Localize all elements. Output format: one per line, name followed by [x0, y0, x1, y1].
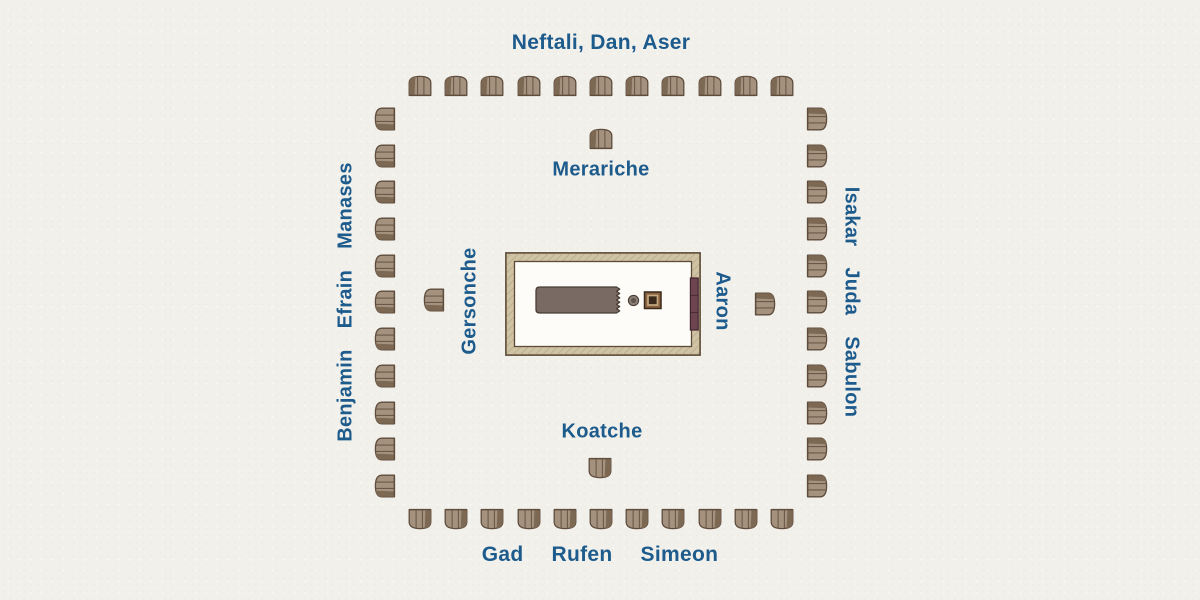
inner-group-gersonche-label: Gersonche — [458, 247, 481, 355]
tribe-name-simeon: Simeon — [640, 543, 719, 566]
tent-icon — [805, 143, 831, 169]
tent-icon — [516, 72, 542, 98]
tent-icon — [587, 456, 613, 482]
tent-icon — [733, 507, 759, 533]
tent-icon — [371, 473, 397, 499]
east-tribes-label: Isakar Juda Sabulon — [840, 187, 863, 418]
altar — [643, 291, 662, 310]
tent-icon — [805, 326, 831, 352]
tent-icon — [371, 143, 397, 169]
tent-icon — [805, 473, 831, 499]
laver-basin — [627, 294, 640, 307]
tent-icon — [624, 507, 650, 533]
tribe-name-juda: Juda — [840, 267, 863, 316]
tent-icon — [371, 326, 397, 352]
tent-icon — [588, 125, 614, 151]
west-tent-column — [371, 106, 397, 499]
tent-icon — [371, 253, 397, 279]
tribe-name-rufen: Rufen — [551, 543, 613, 566]
tribe-name-efrain: Efrain — [334, 269, 357, 329]
tent-icon — [697, 507, 723, 533]
tent-icon — [552, 507, 578, 533]
tent-icon — [624, 72, 650, 98]
north-tribes-label: Neftali, Dan, Aser — [511, 31, 691, 54]
tribe-name-manases: Manases — [334, 162, 357, 249]
west-tribes-label: Benjamin Efrain Manases — [335, 162, 358, 442]
tent-icon — [420, 287, 446, 313]
entrance-curtain — [689, 277, 699, 331]
inner-group-koatche-label: Koatche — [561, 420, 643, 443]
tent-icon — [753, 291, 779, 317]
tent-icon — [371, 216, 397, 242]
tent-icon — [371, 400, 397, 426]
tribe-name-sabulon: Sabulon — [840, 336, 863, 418]
tent-icon — [805, 253, 831, 279]
tent-icon — [805, 289, 831, 315]
tent-icon — [697, 72, 723, 98]
south-tribes-label: Gad Rufen Simeon — [482, 543, 718, 567]
tent-icon — [588, 72, 614, 98]
tent-icon — [479, 507, 505, 533]
tribe-name-gad: Gad — [481, 543, 524, 566]
tent-icon — [371, 436, 397, 462]
tent-icon — [769, 507, 795, 533]
tent-icon — [552, 72, 578, 98]
tent-icon — [805, 436, 831, 462]
tent-icon — [407, 507, 433, 533]
tabernacle-courtyard — [505, 252, 701, 356]
tribe-name-benjamin: Benjamin — [334, 349, 357, 442]
tent-icon — [407, 72, 433, 98]
east-tent-column — [805, 106, 831, 499]
inner-group-aaron-label: Aaron — [711, 271, 734, 331]
tent-icon — [516, 507, 542, 533]
tent-icon — [660, 72, 686, 98]
south-tent-row — [407, 507, 795, 533]
tent-icon — [805, 106, 831, 132]
tent-icon — [371, 363, 397, 389]
tent-icon — [733, 72, 759, 98]
tabernacle-covering — [535, 286, 621, 314]
inner-group-merariche-label: Merariche — [552, 158, 650, 181]
tent-icon — [805, 216, 831, 242]
tent-icon — [588, 507, 614, 533]
tent-icon — [805, 400, 831, 426]
tent-icon — [769, 72, 795, 98]
tent-icon — [371, 289, 397, 315]
tribe-name-isakar: Isakar — [840, 186, 863, 247]
tent-icon — [371, 179, 397, 205]
tent-icon — [371, 106, 397, 132]
north-tent-row — [407, 72, 795, 98]
tent-icon — [443, 507, 469, 533]
tent-icon — [479, 72, 505, 98]
tent-icon — [805, 179, 831, 205]
tent-icon — [805, 363, 831, 389]
tent-icon — [660, 507, 686, 533]
tent-icon — [443, 72, 469, 98]
